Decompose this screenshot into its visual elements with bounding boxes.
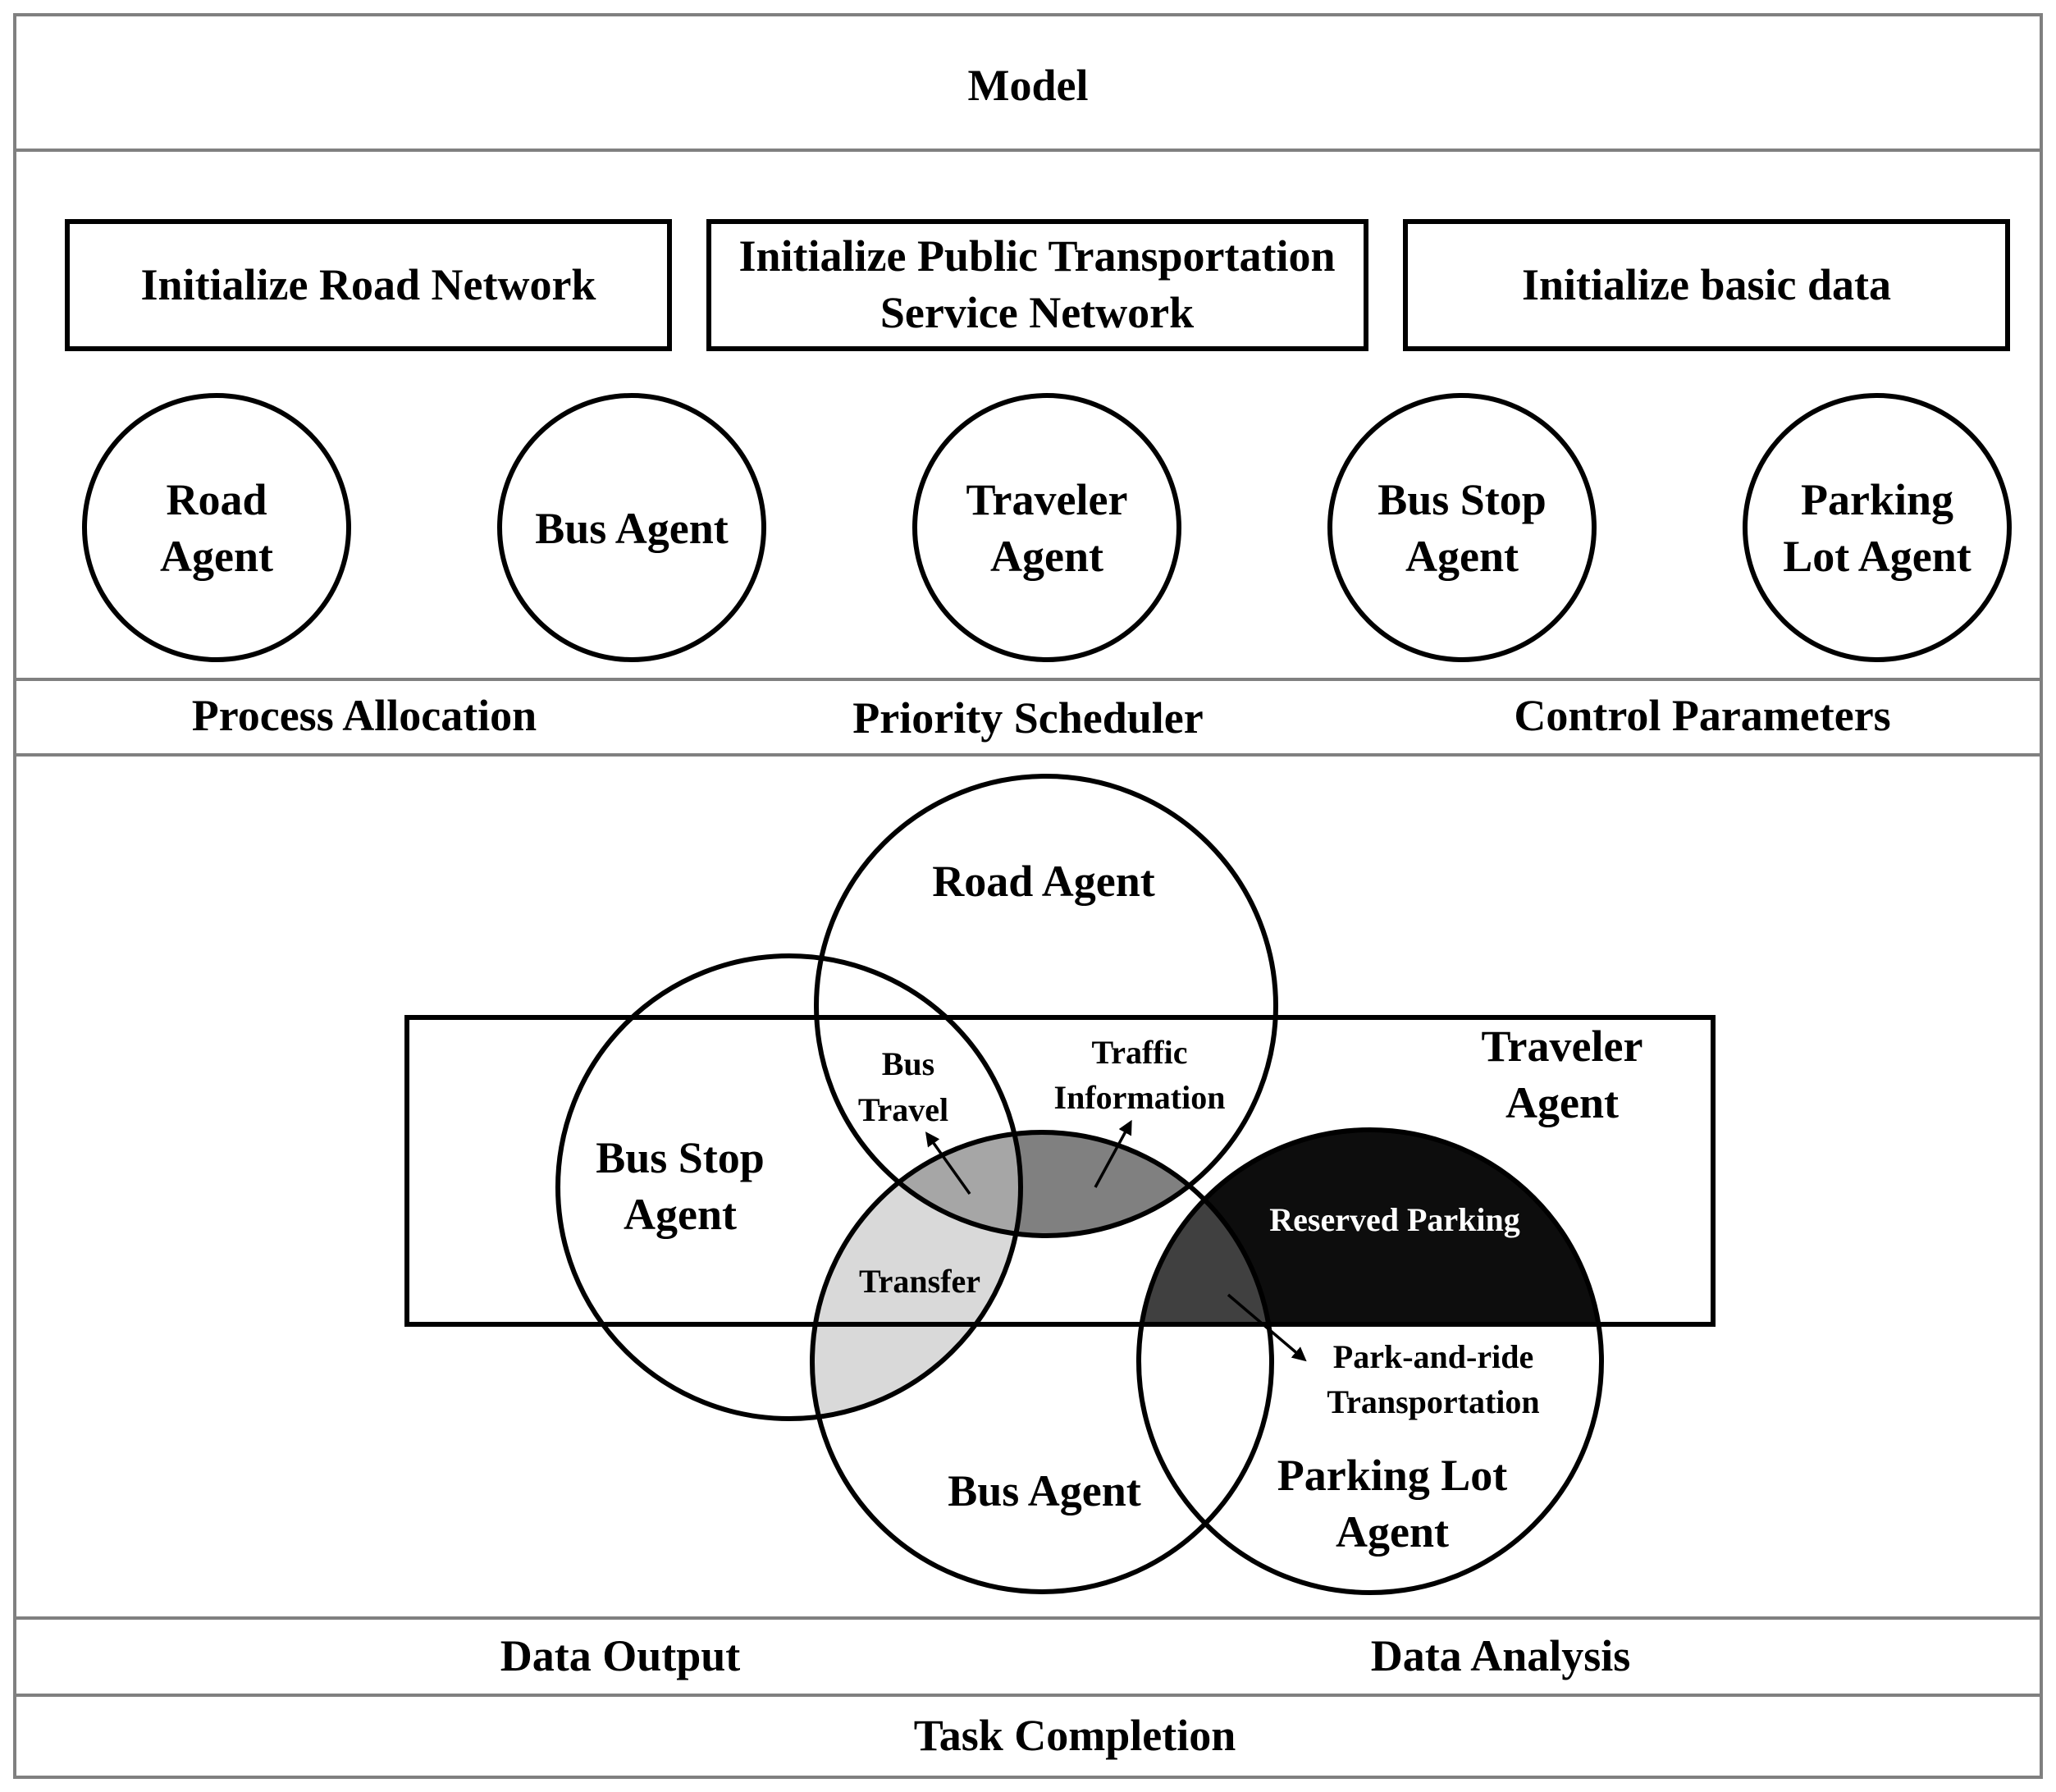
- parking-lot-agent-label-line2: Lot Agent: [1783, 532, 1971, 581]
- road-agent-label-line1: Road: [166, 475, 267, 524]
- park-and-ride-label-line1: Park-and-ride: [1333, 1338, 1533, 1375]
- output-row: [13, 1616, 2043, 1697]
- venn-bus-agent-label: Bus Agent: [948, 1466, 1141, 1515]
- bus-stop-agent-venn-circle: [555, 953, 1023, 1421]
- traffic-information-label-line1: Traffic: [1092, 1034, 1188, 1071]
- initialization-section: [13, 149, 2043, 681]
- bus-travel-label-line1: Bus: [882, 1045, 935, 1082]
- task-completion-label: Task Completion: [914, 1711, 1236, 1760]
- bus-travel-label-line2: Travel: [858, 1091, 948, 1128]
- process-allocation-label: Process Allocation: [192, 691, 537, 740]
- bus-agent-venn-circle: [810, 1130, 1274, 1594]
- bus-stop-agent-label-line1: Bus Stop: [1378, 475, 1547, 524]
- venn-traveler-agent-label-line1: Traveler: [1482, 1022, 1643, 1071]
- data-analysis-label: Data Analysis: [1371, 1631, 1631, 1680]
- bus-agent-circle: [497, 393, 766, 662]
- venn-bus-stop-agent-label-line1: Bus Stop: [596, 1133, 765, 1182]
- bus-travel-arrow: [925, 1131, 971, 1195]
- init-road-network-box: [65, 219, 672, 351]
- traveler-agent-circle: [912, 393, 1181, 662]
- venn-traveler-agent-label-line2: Agent: [1505, 1078, 1619, 1127]
- transfer-label: Transfer: [859, 1263, 980, 1300]
- traffic-information-arrow: [1094, 1119, 1132, 1188]
- control-parameters-label: Control Parameters: [1514, 691, 1890, 740]
- footer-row: [13, 1694, 2043, 1779]
- park-and-ride-label-line2: Transportation: [1327, 1383, 1539, 1420]
- traveler-agent-rectangle: [404, 1015, 1716, 1327]
- road-agent-circle: [82, 393, 351, 662]
- transfer-fill: [812, 1132, 1021, 1419]
- venn-parking-lot-agent-label-line2: Agent: [1336, 1507, 1449, 1557]
- init-road-network-label: Initialize Road Network: [141, 260, 596, 309]
- traffic-information-label-line2: Information: [1054, 1079, 1226, 1116]
- venn-parking-lot-agent-label-line1: Parking Lot: [1277, 1451, 1508, 1500]
- data-output-label: Data Output: [500, 1631, 741, 1680]
- bus-stop-agent-label-line2: Agent: [1405, 532, 1519, 581]
- reserved-parking-label: Reserved Parking: [1269, 1201, 1520, 1238]
- parking-lot-agent-circle: [1743, 393, 2012, 662]
- page-title: Model: [968, 61, 1089, 110]
- transfer-region: [812, 1132, 1021, 1419]
- park-and-ride-arrow: [1227, 1293, 1307, 1362]
- road-agent-venn-circle: [814, 774, 1278, 1238]
- bus-stop-agent-circle: [1327, 393, 1597, 662]
- venn-road-agent-label: Road Agent: [932, 857, 1155, 906]
- road-agent-label-line2: Agent: [160, 532, 273, 581]
- bus-agent-label: Bus Agent: [535, 504, 729, 553]
- parking-lot-agent-label-line1: Parking: [1801, 475, 1953, 524]
- init-public-transport-label-line1: Initialize Public Transportation: [738, 231, 1335, 281]
- priority-scheduler-label: Priority Scheduler: [852, 693, 1203, 743]
- init-public-transport-box: [706, 219, 1368, 351]
- init-public-transport-label-line2: Service Network: [880, 288, 1194, 337]
- venn-bus-stop-agent-label-line2: Agent: [624, 1190, 737, 1239]
- traveler-agent-label-line2: Agent: [990, 532, 1103, 581]
- init-basic-data-label: Initialize basic data: [1522, 260, 1891, 309]
- traveler-agent-label-line1: Traveler: [966, 475, 1128, 524]
- init-basic-data-box: [1403, 219, 2010, 351]
- parking-lot-agent-venn-circle: [1136, 1127, 1604, 1595]
